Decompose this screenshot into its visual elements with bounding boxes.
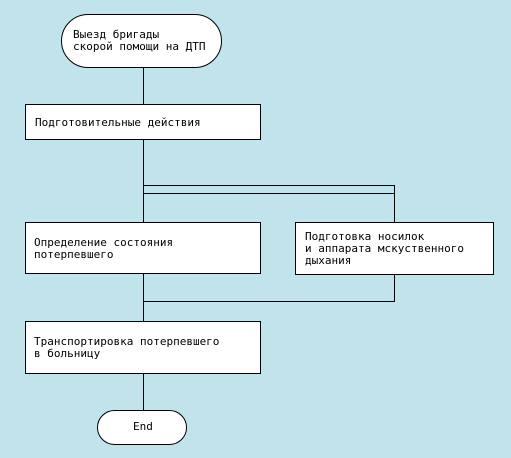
- end-node[interactable]: End: [97, 410, 187, 445]
- stretcher-node[interactable]: Подготовка носилок и аппарата мскуственн…: [295, 222, 494, 275]
- assess-node[interactable]: Определение состояния потерпевшего: [25, 222, 261, 274]
- end-node-label: End: [133, 420, 153, 433]
- start-node[interactable]: Выезд бригады скорой помощи на ДТП: [61, 14, 222, 68]
- prepare-node[interactable]: Подготовительные действия: [25, 104, 261, 140]
- stretcher-node-label: Подготовка носилок и аппарата мскуственн…: [305, 230, 464, 267]
- prepare-node-label: Подготовительные действия: [35, 116, 201, 129]
- transport-node-label: Транспортировка потерпевшего в больницу: [34, 335, 220, 360]
- assess-node-label: Определение состояния потерпевшего: [34, 236, 174, 261]
- start-node-label: Выезд бригады скорой помощи на ДТП: [73, 28, 206, 53]
- transport-node[interactable]: Транспортировка потерпевшего в больницу: [25, 321, 261, 374]
